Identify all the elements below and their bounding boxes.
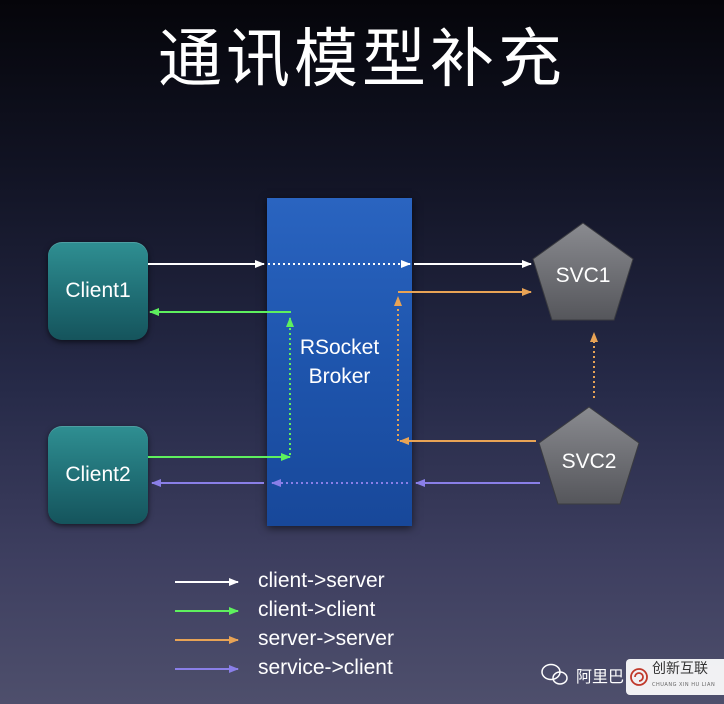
client1-box: Client1	[48, 242, 148, 340]
svc2-pentagon	[538, 406, 640, 505]
legend-label-client-server: client->server	[258, 569, 385, 592]
watermark-left: 阿里巴	[572, 655, 624, 695]
broker-label: RSocket Broker	[267, 333, 412, 391]
brand-text-wrap: 创新互联 CHUANG XIN HU LIAN	[652, 661, 715, 693]
legend-label-server-server: server->server	[258, 627, 394, 650]
broker-label-line2: Broker	[308, 365, 371, 388]
client2-box: Client2	[48, 426, 148, 524]
client1-label: Client1	[65, 279, 131, 302]
brand-subtitle: CHUANG XIN HU LIAN	[652, 682, 716, 688]
brand-name: 创新互联	[652, 661, 708, 677]
svc2-label: SVC2	[561, 450, 617, 473]
watermark-left-text: 阿里巴	[576, 667, 625, 686]
watermark-brand: 创新互联 CHUANG XIN HU LIAN	[626, 659, 724, 695]
svc1-label: SVC1	[555, 264, 611, 287]
client2-label: Client2	[65, 463, 131, 486]
legend-label-service-client: service->client	[258, 656, 393, 679]
page-title: 通讯模型补充	[158, 23, 566, 97]
svc1-pentagon	[532, 222, 634, 321]
legend-label-client-client: client->client	[258, 598, 376, 621]
broker-label-line1: RSocket	[299, 336, 380, 359]
wechat-icon	[541, 663, 568, 685]
brand-logo-icon	[630, 668, 648, 686]
rsocket-broker-box	[267, 198, 412, 526]
